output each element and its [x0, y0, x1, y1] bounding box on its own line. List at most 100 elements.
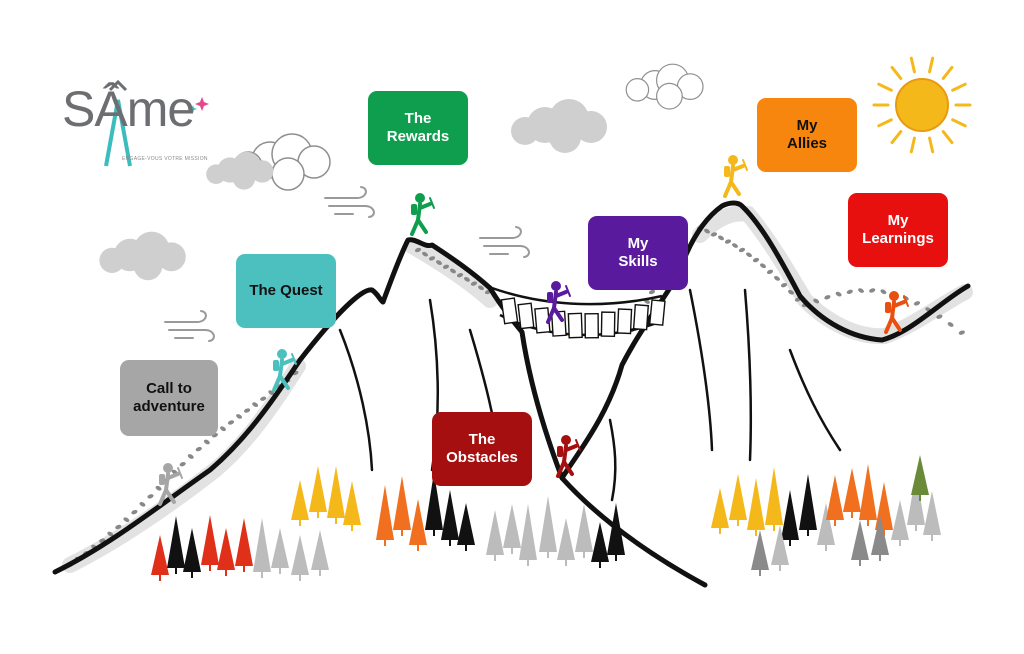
tree-icon [799, 474, 817, 530]
footprint [704, 228, 710, 234]
tree-icon [826, 475, 844, 520]
climber-icon-allies [723, 155, 748, 198]
footprint [195, 446, 202, 452]
stage-my-learnings: My Learnings [848, 193, 948, 267]
tree-icon [591, 522, 609, 562]
climber-icon-rewards [410, 193, 435, 236]
tree-icon [729, 474, 747, 520]
tree-icon [291, 480, 309, 520]
tree-icon [201, 515, 219, 565]
footprint [958, 330, 965, 335]
stage-call-to-adventure: Call to adventure [120, 360, 218, 436]
footprint [724, 239, 732, 244]
footprint [147, 494, 154, 499]
sun-ray [928, 136, 935, 154]
footprint [123, 517, 130, 523]
brand-tagline: ENGAGE-VOUS VOTRE MISSION [122, 156, 208, 162]
tree-icon [311, 530, 329, 570]
bridge-slat [648, 299, 666, 326]
footprint [464, 277, 470, 282]
tree-icon [425, 472, 443, 530]
stage-the-rewards: The Rewards [368, 91, 468, 165]
bridge-slat [500, 297, 519, 325]
tree-icon [607, 503, 625, 555]
tree-icon [751, 530, 769, 570]
tree-icon [151, 535, 169, 575]
footprint [470, 281, 478, 286]
footprint [813, 298, 820, 304]
cloud-icon [206, 151, 274, 190]
sun-ray [941, 65, 954, 80]
climbers [158, 155, 909, 506]
tree-icon [235, 518, 253, 566]
sun-ray [941, 130, 954, 145]
footprint [179, 462, 186, 467]
mountain-outline [52, 200, 971, 588]
tree-icon [843, 468, 861, 512]
tree-icon [557, 518, 575, 560]
tree-icon [851, 520, 869, 560]
sun-ray [909, 136, 916, 154]
footprint [648, 289, 656, 295]
footprint [436, 260, 442, 265]
footprint [236, 414, 242, 419]
sun-core [895, 78, 949, 132]
stage-the-obstacles: The Obstacles [432, 412, 532, 486]
bridge-slat [600, 311, 616, 338]
tree-icon [486, 510, 504, 555]
sun-ray [877, 82, 893, 92]
footprint [835, 291, 842, 297]
tree-icon [217, 528, 235, 570]
tree-icon [747, 478, 765, 530]
bridge-slat [616, 308, 633, 335]
bridge-slat [517, 302, 535, 330]
footprint [718, 235, 724, 241]
tree-icon [519, 504, 537, 560]
footprint [732, 243, 738, 248]
forest [151, 455, 941, 581]
footprint [738, 247, 746, 253]
footprint [947, 322, 954, 327]
footprint [774, 276, 780, 281]
footprint [746, 252, 752, 258]
tree-icon [503, 504, 521, 548]
footprint [139, 501, 146, 507]
footprint [203, 439, 210, 445]
tree-icon [907, 473, 925, 525]
climber-icon-call [158, 463, 183, 506]
tree-icon [271, 528, 289, 568]
tree-icon [765, 467, 783, 525]
tree-icon [327, 466, 345, 518]
climber-icon-obstacles [556, 435, 581, 478]
logo-a-mark [104, 79, 209, 167]
stage-my-skills: My Skills [588, 216, 688, 290]
rope-bridge [491, 286, 666, 339]
footprint [936, 314, 943, 319]
cloud-icon [511, 99, 607, 153]
stage-my-allies: My Allies [757, 98, 857, 172]
footprint [788, 289, 794, 295]
tree-icon [911, 455, 929, 495]
sun-ray [890, 130, 903, 145]
tree-icon [441, 490, 459, 540]
footprint [260, 396, 267, 401]
footprint [880, 289, 887, 295]
footprint [824, 295, 831, 300]
footprint [450, 268, 456, 274]
tree-icon [457, 503, 475, 545]
tree-icon [575, 504, 593, 552]
footprint [869, 288, 876, 293]
tree-icon [167, 516, 185, 568]
sun-ray [951, 118, 967, 128]
climber-icon-learnings [884, 291, 909, 334]
sun-ray [890, 65, 903, 80]
footprint [131, 509, 138, 515]
footprint [187, 454, 194, 459]
tree-icon [376, 485, 394, 540]
wind-icon [479, 226, 530, 258]
cloud-icon [625, 63, 704, 110]
tree-icon [711, 488, 729, 528]
wind-icon [164, 310, 215, 342]
